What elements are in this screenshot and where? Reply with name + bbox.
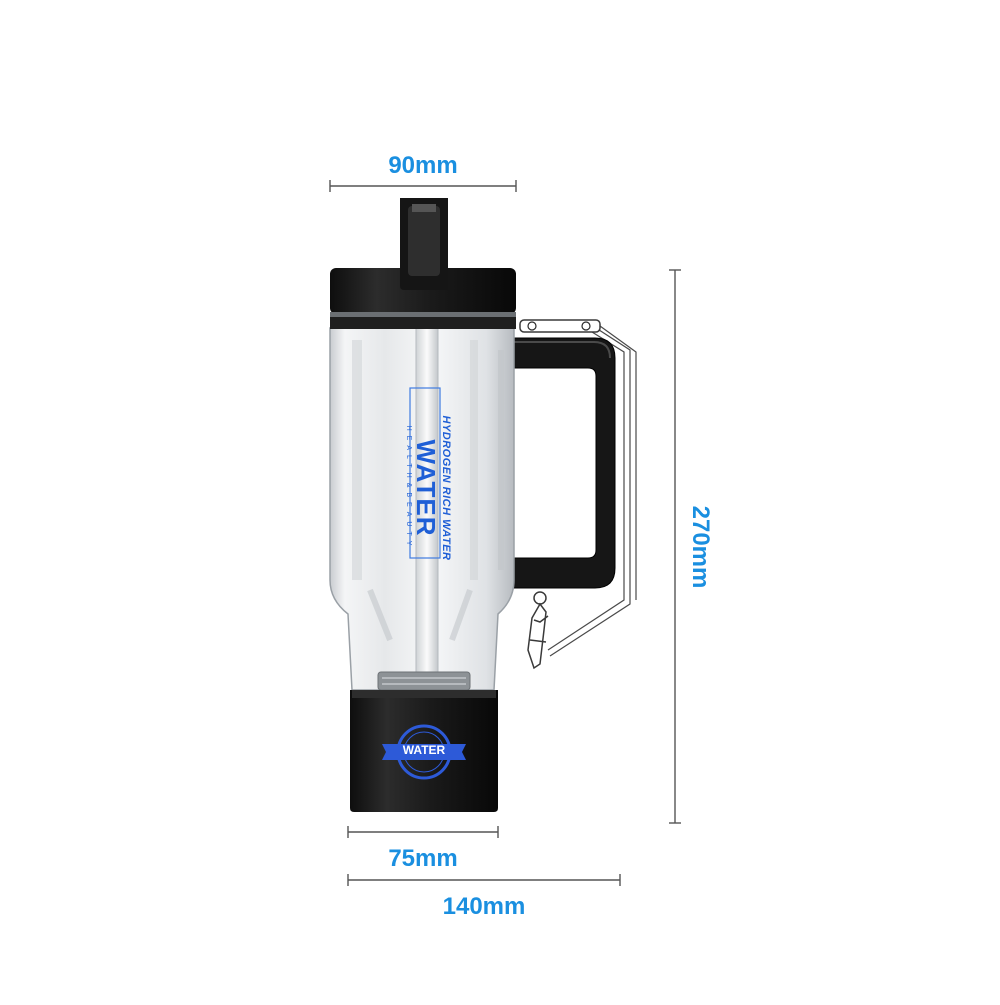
dimension-label-total-width: 140mm — [442, 893, 526, 920]
dimension-line-height — [669, 269, 681, 824]
label-frame — [409, 387, 441, 559]
badge-text: WATER — [402, 743, 446, 757]
carabiner-clip — [527, 591, 549, 670]
lanyard-strap — [519, 319, 637, 657]
dimension-line-total — [347, 874, 621, 886]
dimension-label-height: 270mm — [687, 505, 714, 589]
handle — [509, 337, 616, 589]
printed-brand-block: HYDROGEN RICH WATER WATER HEALTH&BEAUTY — [392, 388, 452, 588]
brand-tagline: HEALTH&BEAUTY — [405, 425, 412, 551]
spout — [400, 198, 448, 290]
lid — [330, 268, 516, 329]
water-badge-logo — [382, 724, 466, 780]
dimension-line-top — [329, 180, 517, 192]
dimension-label-base-width: 75mm — [388, 845, 458, 872]
brand-big: WATER — [411, 439, 441, 537]
dimension-label-top-width: 90mm — [388, 152, 458, 179]
filter-mesh — [377, 671, 471, 691]
dimension-line-base — [347, 826, 499, 838]
